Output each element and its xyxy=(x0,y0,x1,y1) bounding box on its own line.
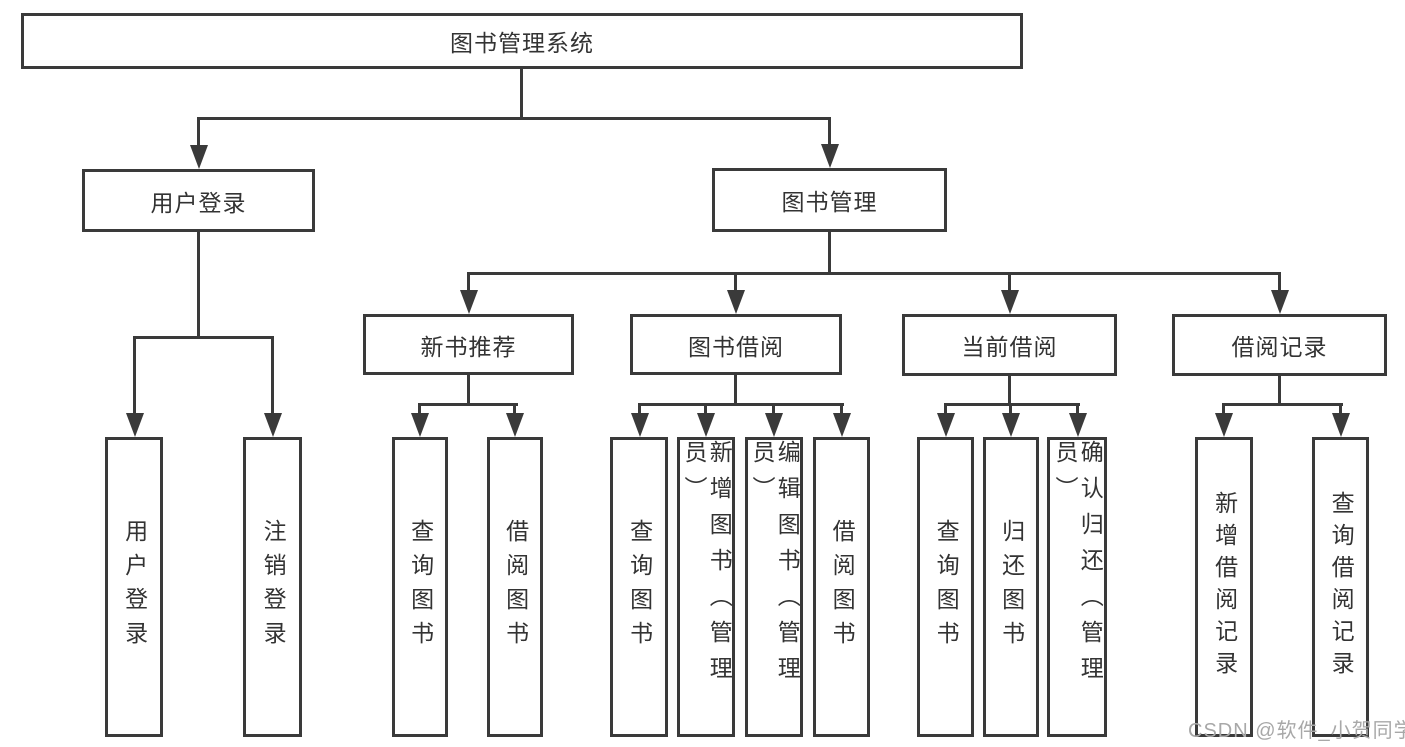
connector-line xyxy=(467,375,470,406)
connector-line xyxy=(1008,275,1011,293)
arrow-down-icon xyxy=(1271,290,1289,314)
leaf-label: 借阅图书 xyxy=(502,519,529,655)
connector-line xyxy=(1222,403,1343,406)
connector-line xyxy=(513,406,516,416)
leaf-user-login: 用户登录 xyxy=(105,437,163,737)
arrow-down-icon xyxy=(1002,413,1020,437)
arrow-down-icon xyxy=(765,413,783,437)
leaf-label: 用户登录 xyxy=(121,519,148,655)
connector-line xyxy=(271,339,274,415)
connector-line xyxy=(133,339,136,415)
connector-line xyxy=(1278,275,1281,293)
arrow-down-icon xyxy=(1069,413,1087,437)
connector-line xyxy=(133,336,274,339)
node-current-borrowing: 当前借阅 xyxy=(902,314,1117,376)
node-library-management-system: 图书管理系统 xyxy=(21,13,1023,69)
node-label: 用户登录 xyxy=(150,189,247,216)
connector-line xyxy=(1076,406,1079,416)
leaf-borrow-books-borrowing: 借阅图书 xyxy=(813,437,870,737)
arrow-down-icon xyxy=(460,290,478,314)
connector-line xyxy=(418,403,518,406)
connector-line xyxy=(467,275,470,293)
connector-line xyxy=(1222,406,1225,416)
leaf-add-book-admin: 新增图书（管理员） xyxy=(677,437,735,737)
connector-line xyxy=(197,232,200,336)
connector-line xyxy=(1339,406,1342,416)
arrow-down-icon xyxy=(631,413,649,437)
leaf-query-books-current: 查询图书 xyxy=(917,437,974,737)
node-borrowing-records: 借阅记录 xyxy=(1172,314,1387,376)
leaf-label: 确认归还（管理员） xyxy=(1052,440,1104,692)
leaf-label: 查询图书 xyxy=(933,519,960,655)
connector-line xyxy=(520,69,523,119)
leaf-borrow-books-recommend: 借阅图书 xyxy=(487,437,543,737)
arrow-down-icon xyxy=(821,144,839,168)
arrow-down-icon xyxy=(506,413,524,437)
node-book-management: 图书管理 xyxy=(712,168,947,232)
connector-line xyxy=(1278,376,1281,406)
arrow-down-icon xyxy=(1332,413,1350,437)
leaf-confirm-return-admin: 确认归还（管理员） xyxy=(1047,437,1107,737)
leaf-label: 借阅图书 xyxy=(829,519,856,655)
leaf-label: 查询图书 xyxy=(407,519,434,655)
connector-line xyxy=(638,406,641,416)
connector-line xyxy=(734,275,737,293)
connector-line xyxy=(197,120,200,148)
connector-line xyxy=(828,120,831,147)
node-label: 图书管理系统 xyxy=(450,30,594,56)
node-label: 图书借阅 xyxy=(688,333,784,360)
leaf-logout: 注销登录 xyxy=(243,437,302,737)
connector-line xyxy=(418,406,421,416)
leaf-query-books-recommend: 查询图书 xyxy=(392,437,448,737)
arrow-down-icon xyxy=(833,413,851,437)
connector-line xyxy=(828,232,831,274)
leaf-label: 查询借阅记录 xyxy=(1328,491,1355,683)
node-book-borrowing: 图书借阅 xyxy=(630,314,842,375)
leaf-add-borrow-record: 新增借阅记录 xyxy=(1195,437,1253,737)
node-label: 当前借阅 xyxy=(961,334,1058,360)
leaf-label: 归还图书 xyxy=(998,519,1025,655)
connector-line xyxy=(944,406,947,416)
connector-line xyxy=(840,406,843,416)
leaf-label: 新增图书（管理员） xyxy=(681,440,733,692)
arrow-down-icon xyxy=(727,290,745,314)
arrow-down-icon xyxy=(697,413,715,437)
leaf-label: 编辑图书（管理员） xyxy=(749,440,801,692)
connector-line xyxy=(1008,376,1011,406)
connector-line xyxy=(1009,406,1012,416)
arrow-down-icon xyxy=(937,413,955,437)
connector-line xyxy=(772,406,775,416)
leaf-edit-book-admin: 编辑图书（管理员） xyxy=(745,437,803,737)
connector-line xyxy=(467,272,1281,275)
arrow-down-icon xyxy=(1215,413,1233,437)
leaf-label: 新增借阅记录 xyxy=(1211,491,1238,683)
leaf-query-borrow-record: 查询借阅记录 xyxy=(1312,437,1369,737)
node-label: 借阅记录 xyxy=(1231,334,1328,360)
connector-line xyxy=(944,403,1080,406)
node-new-book-recommendation: 新书推荐 xyxy=(363,314,574,375)
watermark-text: CSDN @软件_小贺同学 xyxy=(1188,720,1405,742)
arrow-down-icon xyxy=(1001,290,1019,314)
node-label: 新书推荐 xyxy=(420,333,517,360)
node-user-login: 用户登录 xyxy=(82,169,315,232)
arrow-down-icon xyxy=(126,413,144,437)
arrow-down-icon xyxy=(411,413,429,437)
connector-line xyxy=(704,406,707,416)
leaf-query-books-borrowing: 查询图书 xyxy=(610,437,668,737)
node-label: 图书管理 xyxy=(781,189,878,215)
leaf-label: 注销登录 xyxy=(260,519,287,655)
leaf-label: 查询图书 xyxy=(626,519,653,655)
arrow-down-icon xyxy=(264,413,282,437)
connector-line xyxy=(197,117,831,120)
connector-line xyxy=(638,403,844,406)
leaf-return-books: 归还图书 xyxy=(983,437,1039,737)
arrow-down-icon xyxy=(190,145,208,169)
connector-line xyxy=(734,375,737,406)
